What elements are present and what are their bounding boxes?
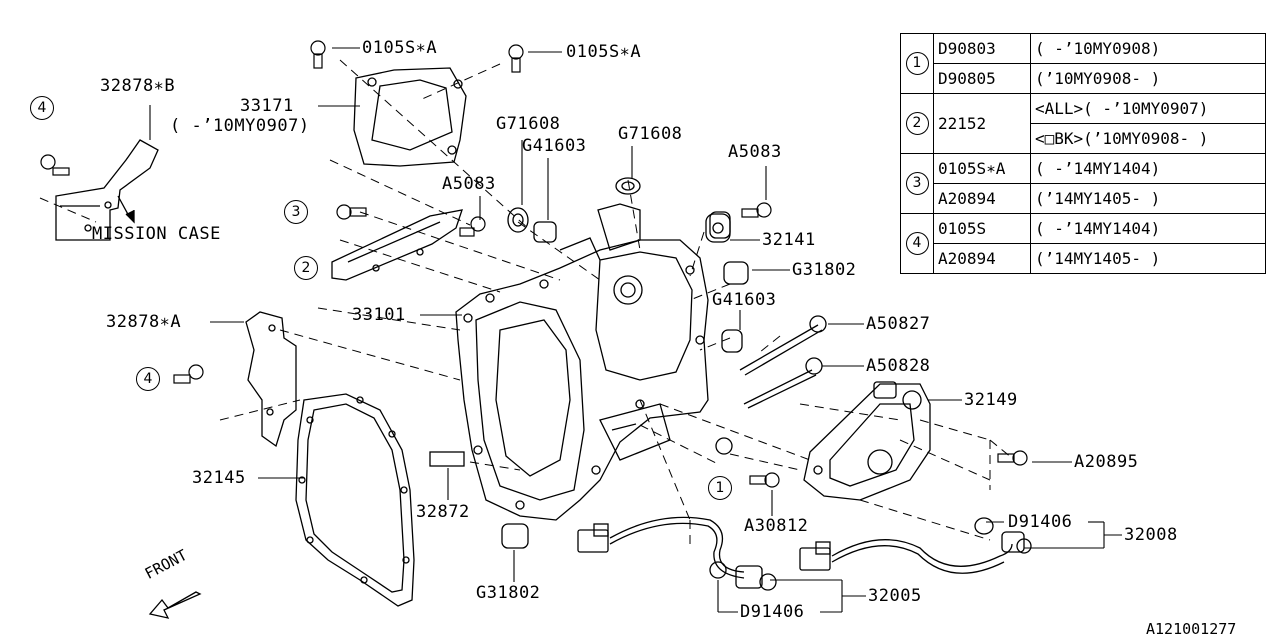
legend-part: A20894 bbox=[933, 243, 1031, 274]
leader-lines bbox=[149, 47, 1122, 613]
label-33101: 33101 bbox=[352, 305, 406, 325]
legend-row: 2 22152 <ALL>( -’10MY0907) bbox=[900, 93, 1266, 154]
legend-key-2: 2 bbox=[900, 93, 934, 154]
legend-note: (’14MY1405- ) bbox=[1030, 243, 1266, 274]
legend-note: ( -’14MY1404) bbox=[1030, 153, 1266, 184]
diagram-reference-code: A121001277 bbox=[1146, 620, 1237, 638]
legend-key-1: 1 bbox=[900, 33, 934, 94]
legend-note: <ALL>( -’10MY0907) bbox=[1030, 93, 1266, 124]
label-g41603-1: G41603 bbox=[522, 136, 587, 156]
label-32878b: 32878∗B bbox=[100, 76, 176, 96]
legend-row: D90805 (’10MY0908- ) bbox=[901, 63, 1266, 94]
legend-part: D90803 bbox=[933, 33, 1031, 64]
label-a5083-1: A5083 bbox=[728, 142, 782, 162]
label-g31802-2: G31802 bbox=[476, 583, 541, 603]
label-g71608-2: G71608 bbox=[618, 124, 683, 144]
gasket-32141 bbox=[705, 213, 731, 243]
legend-key-circle: 2 bbox=[905, 112, 929, 135]
label-0105sa-right: 0105S∗A bbox=[566, 42, 642, 62]
legend-part: 0105S bbox=[933, 213, 1031, 244]
legend-part: 22152 bbox=[933, 93, 1031, 154]
cover-32149 bbox=[803, 381, 931, 501]
label-0105sa-left: 0105S∗A bbox=[362, 38, 438, 58]
legend-row: A20894 (’14MY1405- ) bbox=[901, 183, 1266, 214]
label-d91406-1: D91406 bbox=[1008, 512, 1073, 532]
legend-note: ( -’14MY1404) bbox=[1030, 213, 1266, 244]
legend-row: 3 0105S∗A ( -’14MY1404) bbox=[900, 153, 1266, 214]
callout-4-top: 4 bbox=[30, 96, 54, 120]
bolt-group bbox=[40, 40, 1028, 488]
bracket-32878-a bbox=[245, 311, 297, 448]
legend-key-4: 4 bbox=[900, 213, 934, 274]
label-32149: 32149 bbox=[964, 390, 1018, 410]
legend-note: ( -’10MY0908) bbox=[1030, 33, 1266, 64]
legend-row: 1 D90803 ( -’10MY0908) bbox=[900, 33, 1266, 94]
legend-note: (’14MY1405- ) bbox=[1030, 183, 1266, 214]
label-32005: 32005 bbox=[868, 586, 922, 606]
legend-row: <□BK>(’10MY0908- ) bbox=[901, 123, 1266, 154]
front-arrow bbox=[148, 591, 202, 619]
label-a5083-2: A5083 bbox=[442, 174, 496, 194]
cover-33171 bbox=[353, 67, 467, 167]
stud-bolts bbox=[739, 315, 827, 409]
gasket-32145 bbox=[295, 393, 415, 607]
label-a20895: A20895 bbox=[1074, 452, 1139, 472]
legend-note: <□BK>(’10MY0908- ) bbox=[1030, 123, 1266, 154]
label-32145: 32145 bbox=[192, 468, 246, 488]
legend-key-3: 3 bbox=[900, 153, 934, 214]
label-32141: 32141 bbox=[762, 230, 816, 250]
bracket-32878-b bbox=[55, 139, 159, 241]
legend-part: 0105S∗A bbox=[933, 153, 1031, 184]
seals-collars bbox=[429, 177, 994, 579]
callout-4-bottom: 4 bbox=[136, 367, 160, 391]
legend-row: 4 0105S ( -’14MY1404) bbox=[900, 213, 1266, 274]
label-a50827: A50827 bbox=[866, 314, 931, 334]
callout-2: 2 bbox=[294, 256, 318, 280]
callout-3: 3 bbox=[284, 200, 308, 224]
label-mission-case: MISSION CASE bbox=[92, 224, 221, 244]
label-g31802-1: G31802 bbox=[792, 260, 857, 280]
label-32008: 32008 bbox=[1124, 525, 1178, 545]
transmission-case-33101 bbox=[455, 203, 709, 521]
label-g71608-1: G71608 bbox=[496, 114, 561, 134]
sensor-harness-32005 bbox=[577, 516, 777, 591]
label-32878a: 32878∗A bbox=[106, 312, 182, 332]
label-32872: 32872 bbox=[416, 502, 470, 522]
legend-row: A20894 (’14MY1405- ) bbox=[901, 243, 1266, 274]
legend-key-circle: 4 bbox=[905, 232, 929, 255]
legend-table: 1 D90803 ( -’10MY0908) D90805 (’10MY0908… bbox=[900, 33, 1266, 274]
label-33171: 33171 bbox=[240, 96, 294, 116]
legend-key-circle: 3 bbox=[905, 172, 929, 195]
plate-22152 bbox=[331, 209, 463, 281]
sensor-harness-32008 bbox=[799, 531, 1032, 574]
callout-1: 1 bbox=[708, 476, 732, 500]
label-33171-note: ( -’10MY0907) bbox=[170, 116, 310, 136]
label-a30812: A30812 bbox=[744, 516, 809, 536]
legend-part: A20894 bbox=[933, 183, 1031, 214]
label-d91406-2: D91406 bbox=[740, 602, 805, 622]
dashed-assembly-lines bbox=[39, 59, 1013, 550]
legend-key-circle: 1 bbox=[905, 52, 929, 75]
legend-note: (’10MY0908- ) bbox=[1030, 63, 1266, 94]
legend-part: D90805 bbox=[933, 63, 1031, 94]
mission-case-arrow bbox=[117, 195, 135, 224]
label-g41603-2: G41603 bbox=[712, 290, 777, 310]
label-a50828: A50828 bbox=[866, 356, 931, 376]
